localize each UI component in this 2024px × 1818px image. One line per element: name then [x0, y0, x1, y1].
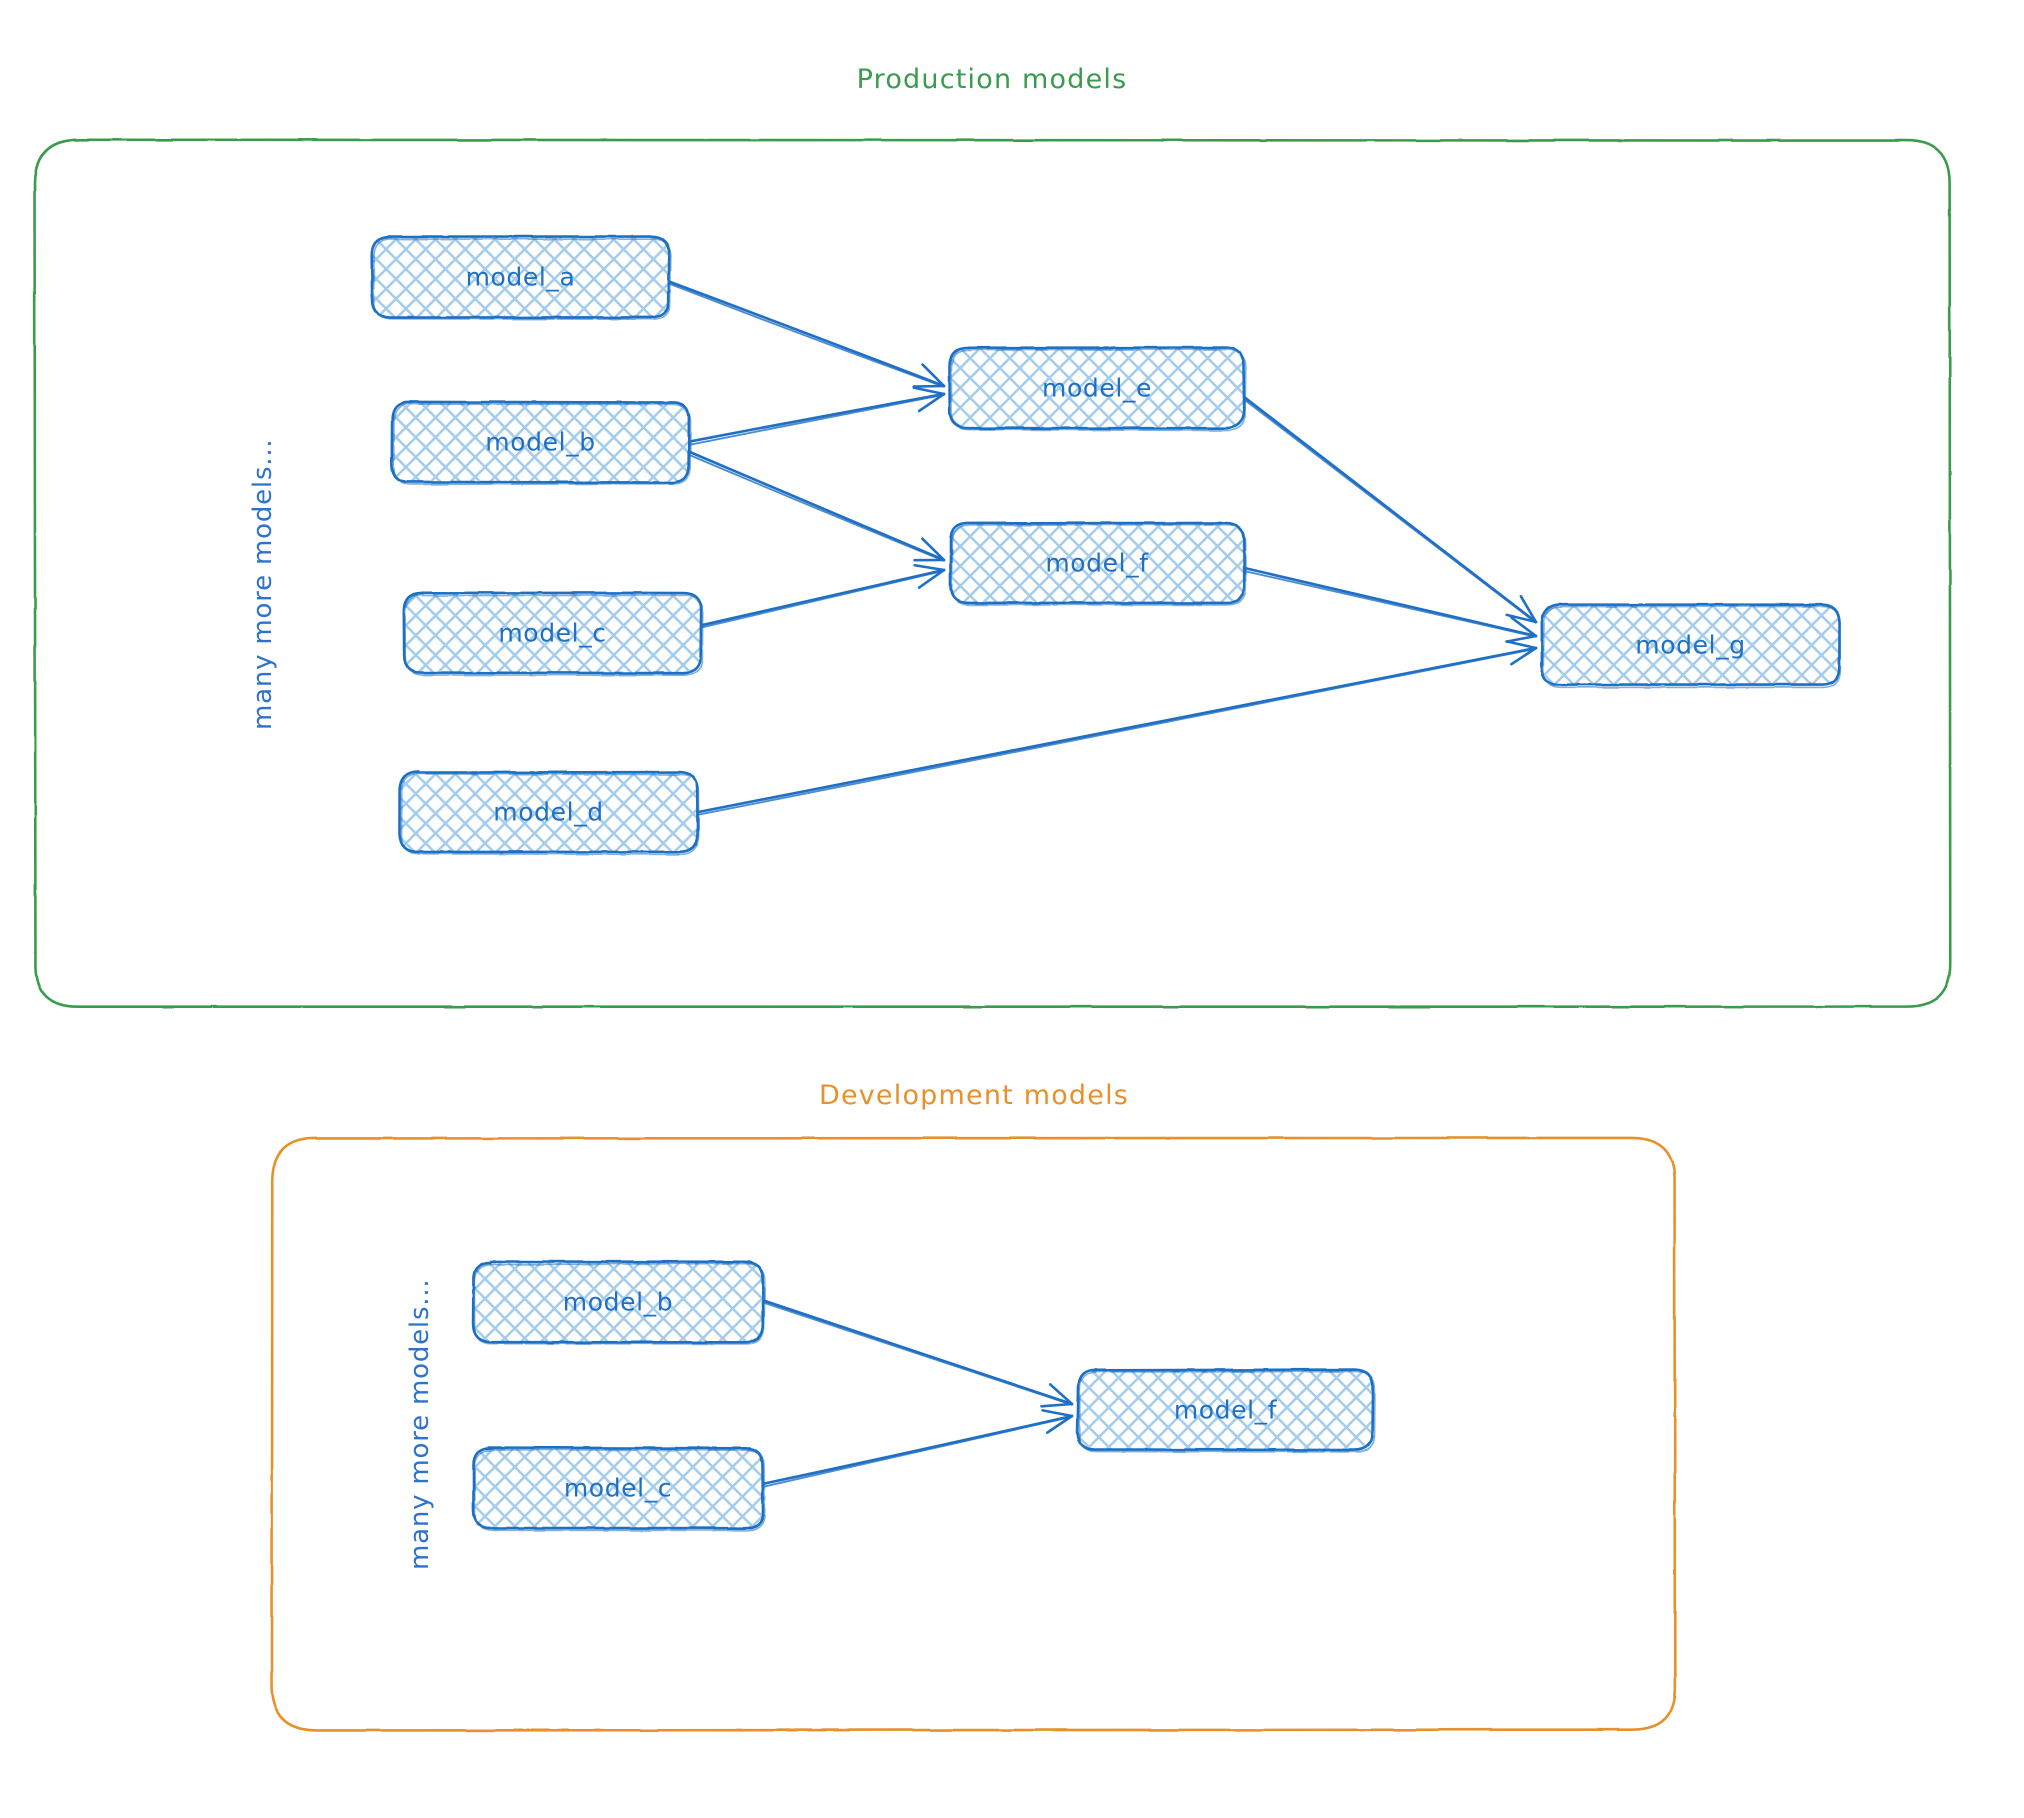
edge-dev_model_c-to-dev_model_f	[762, 1409, 1074, 1488]
edge-dev_model_b-to-dev_model_f	[760, 1298, 1074, 1408]
node-fill	[392, 402, 689, 482]
edge-e6-stroke	[1242, 566, 1538, 638]
node-layer	[370, 235, 1842, 1532]
group-frame-development	[270, 1136, 1677, 1732]
edge-e1-stroke	[668, 280, 946, 388]
node-prod_model_c[interactable]	[402, 591, 704, 677]
edge-prod_model_e-to-prod_model_g	[1241, 395, 1538, 624]
edge-prod_model_b-to-prod_model_e	[687, 386, 946, 446]
edge-e9-arrowhead	[1041, 1409, 1074, 1418]
node-outline	[372, 237, 672, 320]
edge-e1-arrowhead	[912, 384, 946, 388]
node-fill	[400, 772, 697, 852]
node-prod_model_g[interactable]	[1540, 603, 1842, 689]
edge-e8-stroke	[761, 1298, 1074, 1406]
edge-e8-stroke	[760, 1301, 1073, 1406]
node-prod_model_e[interactable]	[948, 346, 1247, 432]
node-dev_model_c[interactable]	[472, 1446, 766, 1532]
edge-e2-stroke	[687, 392, 946, 443]
edge-prod_model_a-to-prod_model_e	[668, 280, 946, 388]
node-prod_model_f[interactable]	[949, 521, 1247, 606]
edge-e7-arrowhead	[1505, 640, 1538, 650]
edge-layer	[668, 280, 1538, 1488]
node-prod_model_d[interactable]	[398, 770, 700, 856]
edge-e3-stroke	[686, 453, 945, 562]
node-fill	[1078, 1370, 1373, 1450]
node-fill	[473, 1448, 763, 1528]
node-fill	[473, 1262, 763, 1342]
edge-prod_model_d-to-prod_model_g	[695, 640, 1538, 816]
edge-e7-stroke	[695, 646, 1538, 814]
side-label-prod_side: many more models...	[248, 438, 278, 730]
node-outline	[473, 1262, 766, 1345]
edge-e5-stroke	[1241, 397, 1537, 624]
node-fill	[950, 523, 1244, 603]
edge-e5-arrowhead	[1505, 613, 1538, 624]
edge-e2-arrowhead	[917, 392, 946, 413]
node-prod_model_b[interactable]	[390, 400, 692, 486]
edge-e8-arrowhead	[1048, 1383, 1074, 1406]
edge-e1-arrowhead	[921, 363, 946, 388]
group-title-development: Development models	[818, 1080, 1130, 1111]
edge-e4-stroke	[701, 569, 946, 629]
node-outline	[1542, 605, 1842, 689]
node-outline	[392, 402, 692, 486]
edge-e9-stroke	[762, 1414, 1074, 1486]
node-outline	[950, 523, 1247, 606]
side-label-dev_side: many more models...	[405, 1278, 435, 1570]
edge-e6-arrowhead	[1510, 616, 1538, 638]
edge-e4-stroke	[700, 568, 946, 627]
node-outline	[473, 1448, 766, 1532]
edge-e4-arrowhead	[917, 568, 946, 589]
edge-e1-stroke	[668, 282, 945, 388]
node-outline	[400, 772, 700, 856]
edge-prod_model_c-to-prod_model_f	[700, 563, 946, 629]
node-outline	[950, 348, 1247, 432]
node-fill	[1542, 605, 1839, 685]
node-dev_model_f[interactable]	[1076, 1368, 1376, 1453]
node-fill	[950, 348, 1244, 428]
edge-e8-arrowhead	[1040, 1402, 1074, 1408]
edge-e3-arrowhead	[921, 537, 946, 562]
edge-e6-stroke	[1242, 569, 1537, 638]
node-prod_model_a[interactable]	[370, 235, 672, 320]
node-outline	[1078, 1370, 1376, 1453]
group-frame-production	[33, 138, 1952, 1008]
group-title-production: Production models	[856, 64, 1128, 95]
edge-prod_model_b-to-prod_model_f	[686, 450, 946, 562]
edge-e9-arrowhead	[1045, 1414, 1074, 1434]
edge-e5-arrowhead	[1519, 595, 1538, 624]
edge-e2-stroke	[688, 393, 946, 446]
node-fill	[404, 593, 701, 673]
node-dev_model_b[interactable]	[471, 1260, 766, 1345]
edge-e6-arrowhead	[1505, 634, 1538, 643]
edge-e2-arrowhead	[912, 386, 946, 396]
group-frames	[33, 138, 1952, 1732]
edge-e7-stroke	[696, 647, 1538, 816]
edge-e3-stroke	[687, 450, 946, 562]
edge-e7-arrowhead	[1510, 646, 1538, 666]
edge-e4-arrowhead	[913, 563, 946, 572]
node-outline	[404, 593, 704, 677]
edge-e9-stroke	[762, 1415, 1074, 1488]
node-fill	[372, 237, 669, 317]
edge-prod_model_f-to-prod_model_g	[1242, 566, 1538, 643]
